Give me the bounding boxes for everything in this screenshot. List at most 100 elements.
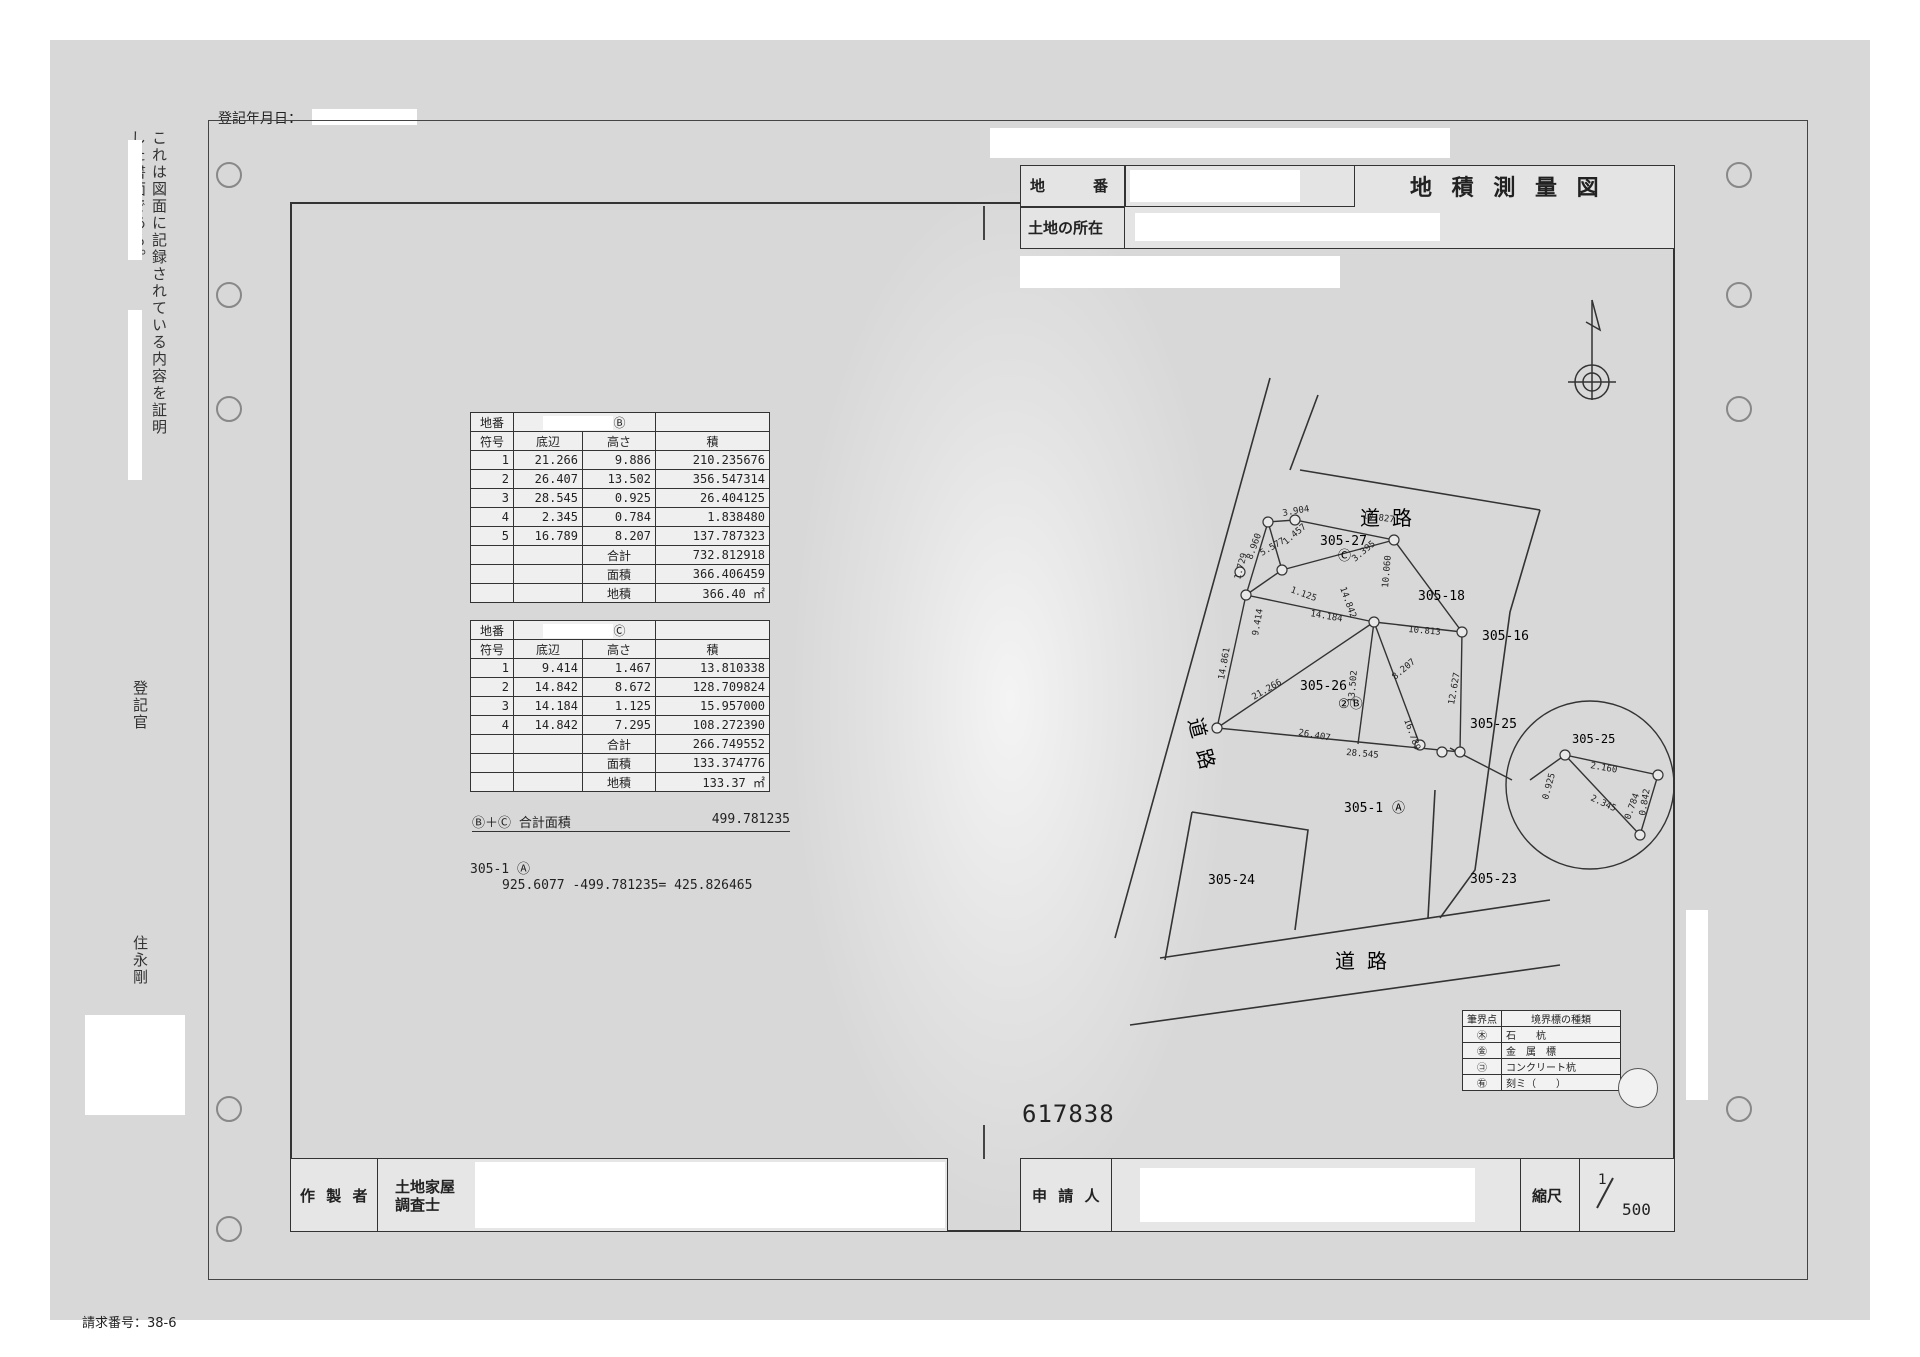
location-cell xyxy=(1020,207,1125,249)
dimension-label: 14.861 xyxy=(1217,647,1232,681)
outer-frame xyxy=(208,120,1808,1280)
document-background xyxy=(50,40,1870,1320)
lot-a-label: 305-1 Ⓐ xyxy=(470,862,530,877)
lot-mark: Ⓐ xyxy=(1392,801,1405,816)
scale-denominator: 500 xyxy=(1622,1200,1651,1219)
dimension-label: 21.266 xyxy=(1251,678,1284,703)
legend-row: ㊒刻ミ（ ） xyxy=(1462,1074,1621,1091)
lot-label: 305-16 xyxy=(1482,629,1529,644)
chiban-label: 地 番 xyxy=(1030,177,1115,195)
punch-hole xyxy=(216,1096,242,1122)
inset-dimension-label: 2.345 xyxy=(1589,794,1618,815)
center-tick-bottom xyxy=(983,1125,985,1159)
applicant-label-cell xyxy=(1020,1158,1112,1232)
punch-hole xyxy=(1726,282,1752,308)
legend-row: ㊍石 杭 xyxy=(1462,1026,1621,1043)
redaction-block xyxy=(990,128,1450,158)
creator-label: 作 製 者 xyxy=(300,1187,371,1205)
table-header: 積 xyxy=(655,639,770,659)
combined-area-line: Ⓑ＋Ⓒ 合計面積 499.781235 xyxy=(472,812,790,832)
table-header: 地番 xyxy=(470,412,514,432)
road-label-south: 道 路 xyxy=(1335,949,1387,973)
boundary-markers xyxy=(1211,514,1664,841)
registrar-name: 住永剛 xyxy=(131,935,149,986)
scale-label-cell xyxy=(1520,1158,1580,1232)
request-number: 請求番号：38-6 xyxy=(82,1316,177,1331)
punch-hole xyxy=(216,282,242,308)
north-arrow-icon xyxy=(1568,299,1616,400)
lot-label: 305-27 xyxy=(1320,534,1367,549)
location-label: 土地の所在 xyxy=(1028,219,1104,237)
punch-hole xyxy=(1726,162,1752,188)
redaction-block xyxy=(312,109,417,125)
dimension-label: 9.414 xyxy=(1251,608,1266,636)
registrar-label: 登記官 xyxy=(131,680,149,731)
boundary-marker-legend: 筆界点境界標の種類 ㊍石 杭 ㊎金 属 標 ㋙コンクリート杭 ㊒刻ミ（ ） xyxy=(1462,1010,1621,1091)
dimension-label: 1.125 xyxy=(1289,585,1318,604)
punch-hole xyxy=(1726,1096,1752,1122)
registration-date-label: 登記年月日： xyxy=(218,111,302,127)
lot-boundary xyxy=(1216,519,1463,753)
document-number: 617838 xyxy=(1022,1100,1115,1128)
table-header: 地番 xyxy=(470,620,514,640)
lot-label: 305-18 xyxy=(1418,589,1465,604)
lot-label: 305-25 xyxy=(1470,717,1517,732)
punch-hole xyxy=(1726,396,1752,422)
surveyor-seal xyxy=(1618,1068,1658,1108)
applicant-label: 申 請 人 xyxy=(1032,1187,1103,1205)
dimension-label: 26.407 xyxy=(1297,728,1331,743)
redaction-block xyxy=(128,140,142,260)
dimension-label: 10.060 xyxy=(1381,555,1394,588)
inset-dimension-label: 2.160 xyxy=(1589,761,1617,776)
creator-title: 土地家屋 調査士 xyxy=(395,1178,456,1214)
legend-row: ㊎金 属 標 xyxy=(1462,1042,1621,1059)
inner-frame xyxy=(290,202,1675,1232)
dimension-label: 13.502 xyxy=(1347,670,1360,703)
table-header: 高さ xyxy=(582,639,656,659)
table-header: 高さ xyxy=(582,431,656,451)
document-title: 地 積 測 量 図 xyxy=(1410,176,1605,201)
redaction-block xyxy=(475,1162,945,1228)
punch-hole xyxy=(216,1216,242,1242)
dimension-label: 14.184 xyxy=(1309,609,1343,624)
dimension-label: 8.207 xyxy=(1391,657,1418,682)
lot-label: 305-23 xyxy=(1470,872,1517,887)
lot-label: 305-24 xyxy=(1208,873,1255,888)
lot-mark: ②Ⓑ xyxy=(1338,697,1363,712)
redaction-block xyxy=(128,310,142,480)
official-seal-redaction xyxy=(85,1015,185,1115)
combined-area-label: Ⓑ＋Ⓒ 合計面積 xyxy=(472,816,571,831)
inset-dimension-label: 0.925 xyxy=(1541,772,1558,801)
dimension-label: 10.813 xyxy=(1408,625,1441,638)
redaction-block xyxy=(1140,1168,1475,1222)
chiban-value-cell xyxy=(1125,165,1355,207)
lot-a-formula: 925.6077 -499.781235= 425.826465 xyxy=(502,878,753,893)
lot-label: 305-1 xyxy=(1344,801,1383,816)
scale-numerator: 1 xyxy=(1598,1172,1607,1188)
redaction-block xyxy=(1686,910,1708,1100)
lot-label: 305-26 xyxy=(1300,679,1347,694)
redaction-block xyxy=(1130,170,1300,202)
table-lot-mark: Ⓒ xyxy=(513,620,656,640)
lot-mark: Ⓒ xyxy=(1338,549,1351,564)
creator-label-cell xyxy=(290,1158,378,1232)
inset-dimension-label: 0.842 xyxy=(1638,788,1653,816)
chiban-cell xyxy=(1020,165,1125,207)
inset-lot-label: 305-25 xyxy=(1572,732,1615,746)
scale-label: 縮尺 xyxy=(1532,1187,1563,1205)
dimension-label: 3.904 xyxy=(1282,504,1310,519)
punch-hole xyxy=(216,396,242,422)
dimension-label: 1.729 xyxy=(1233,552,1250,581)
legend-row: ㋙コンクリート杭 xyxy=(1462,1058,1621,1075)
table-header: 底辺 xyxy=(513,431,583,451)
